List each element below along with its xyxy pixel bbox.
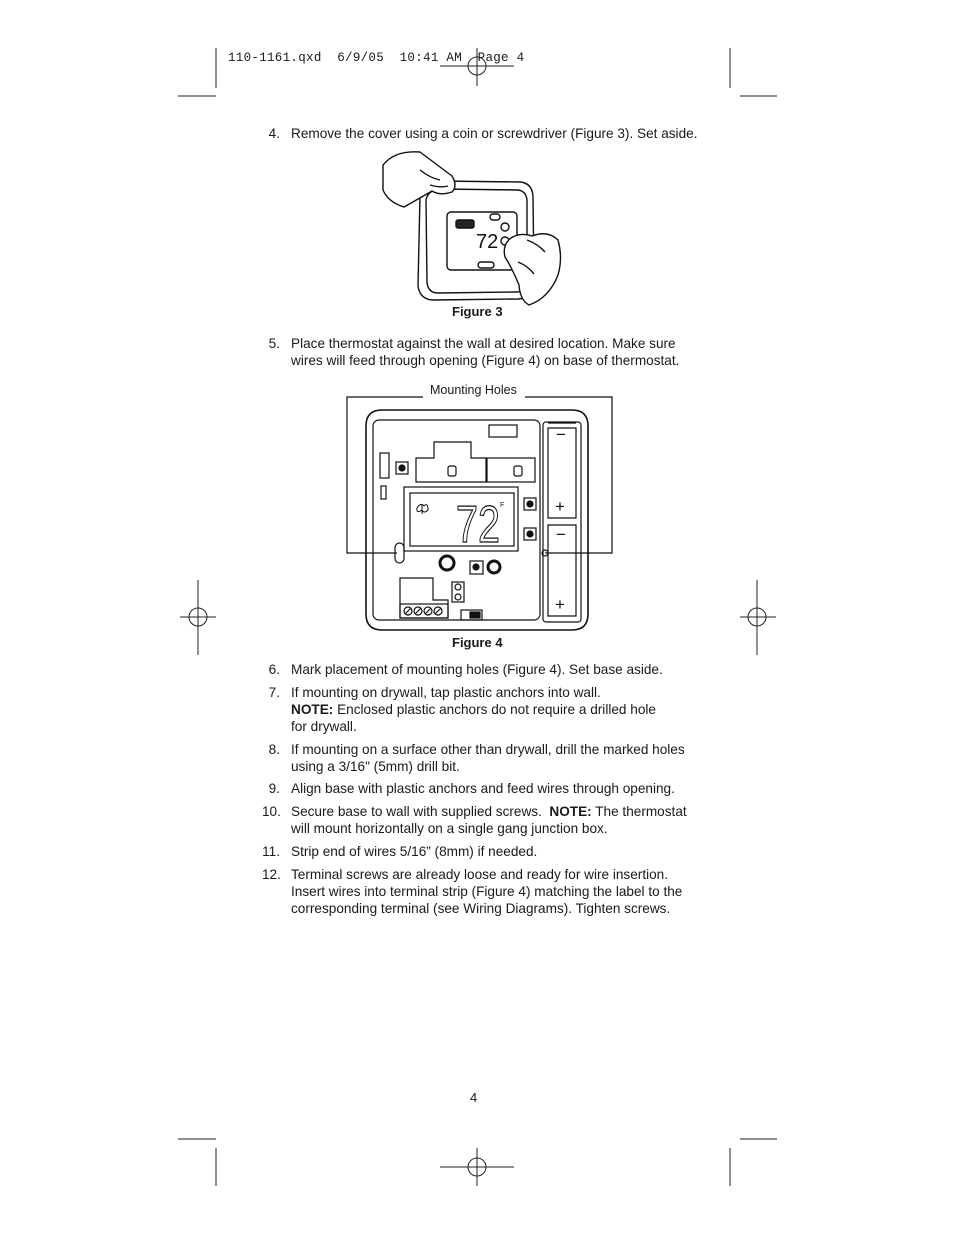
step-number: 5. [268, 336, 280, 351]
battery-compartment [542, 421, 582, 623]
step-number: 8. [268, 742, 280, 757]
fig4-unit: F [500, 502, 504, 509]
note-label: NOTE: [549, 804, 592, 819]
figure-3-caption: Figure 3 [452, 304, 503, 319]
hand-top [382, 151, 456, 208]
step-number: 12. [262, 867, 281, 882]
step-number: 11. [262, 844, 280, 859]
battery-minus-top: − [556, 425, 566, 444]
step-text: If mounting on a surface other than dryw… [291, 742, 685, 774]
step-number: 7. [268, 685, 280, 700]
step-text: Align base with plastic anchors and feed… [291, 781, 675, 796]
battery-bottom [547, 524, 577, 617]
lcd-window [403, 486, 519, 552]
step-text: Strip end of wires 5/16” (8mm) if needed… [291, 844, 538, 859]
step-number: 4. [268, 126, 280, 141]
step-text: Secure base to wall with supplied screws… [291, 804, 687, 836]
battery-plus-bottom: + [555, 595, 565, 614]
step-number: 9. [268, 781, 280, 796]
step-text: Mark placement of mounting holes (Figure… [291, 662, 663, 677]
page-number: 4 [470, 1090, 478, 1105]
step-text: If mounting on drywall, tap plastic anch… [291, 685, 656, 734]
hand-right [503, 233, 562, 306]
figure-4-caption: Figure 4 [452, 635, 503, 650]
fig3-display: 72 [476, 231, 498, 253]
battery-top [547, 422, 577, 519]
battery-minus-bottom: − [556, 525, 566, 544]
fig4-display: 72 [456, 496, 500, 554]
terminal-strip [399, 603, 449, 619]
mounting-holes-label: Mounting Holes [426, 383, 521, 397]
step-number: 10. [262, 804, 281, 819]
battery-plus-top: + [555, 497, 565, 516]
step-text: Terminal screws are already loose and re… [291, 867, 683, 916]
base-outline [365, 409, 589, 631]
step-number: 6. [268, 662, 280, 677]
step-text: Place thermostat against the wall at des… [291, 336, 680, 368]
note-label: NOTE: [291, 702, 334, 717]
file-slug: 110-1161.qxd 6/9/05 10:41 AM Page 4 [228, 51, 525, 65]
step-text: Remove the cover using a coin or screwdr… [291, 126, 698, 141]
